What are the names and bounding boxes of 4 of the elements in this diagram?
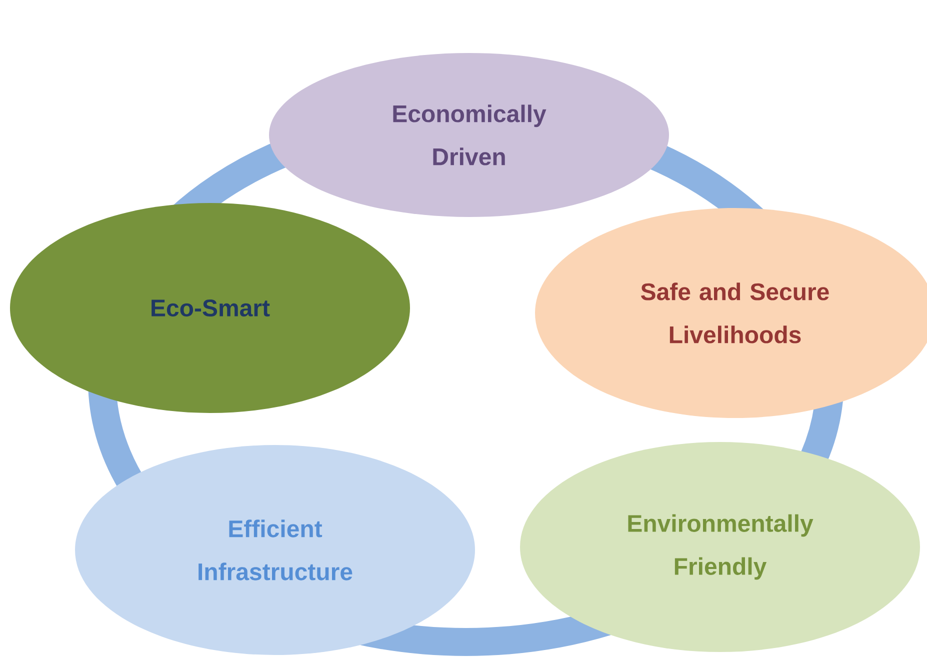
ellipse-node: Eco-Smart [10, 203, 410, 413]
ellipse-node: Environmentally Friendly [520, 442, 920, 652]
ellipse-node: Economically Driven [269, 53, 669, 217]
ellipse-node: Efficient Infrastructure [75, 445, 475, 655]
